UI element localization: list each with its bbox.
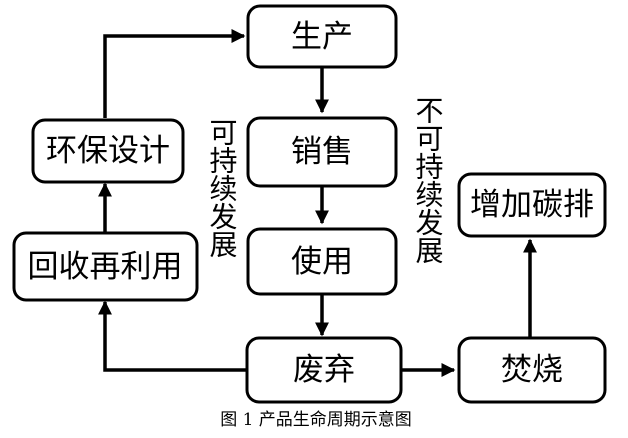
edge-discard-to-recycle — [98, 300, 247, 372]
node-incinerate: 焚烧 — [457, 336, 607, 404]
node-discard-label: 废弃 — [293, 352, 355, 388]
node-use: 使用 — [246, 227, 398, 296]
node-incinerate-label: 焚烧 — [501, 352, 563, 388]
label-unsustainable: 不可持续发展 — [412, 96, 445, 264]
node-emission: 增加碳排 — [457, 172, 607, 238]
node-recycle: 回收再利用 — [12, 231, 199, 302]
node-discard: 废弃 — [245, 336, 403, 404]
node-use-label: 使用 — [291, 244, 353, 280]
node-sales: 销售 — [246, 116, 398, 188]
node-eco-design-label: 环保设计 — [46, 133, 170, 169]
edge-eco-design-to-production — [103, 29, 246, 118]
node-emission-label: 增加碳排 — [470, 187, 594, 223]
node-eco-design: 环保设计 — [31, 118, 185, 184]
figure-caption: 图 1 产品生命周期示意图 — [220, 410, 412, 430]
node-recycle-label: 回收再利用 — [28, 249, 183, 285]
label-sustainable: 可持续发展 — [206, 118, 239, 258]
node-production: 生产 — [246, 4, 398, 69]
node-production-label: 生产 — [291, 19, 353, 55]
node-sales-label: 销售 — [291, 134, 353, 170]
